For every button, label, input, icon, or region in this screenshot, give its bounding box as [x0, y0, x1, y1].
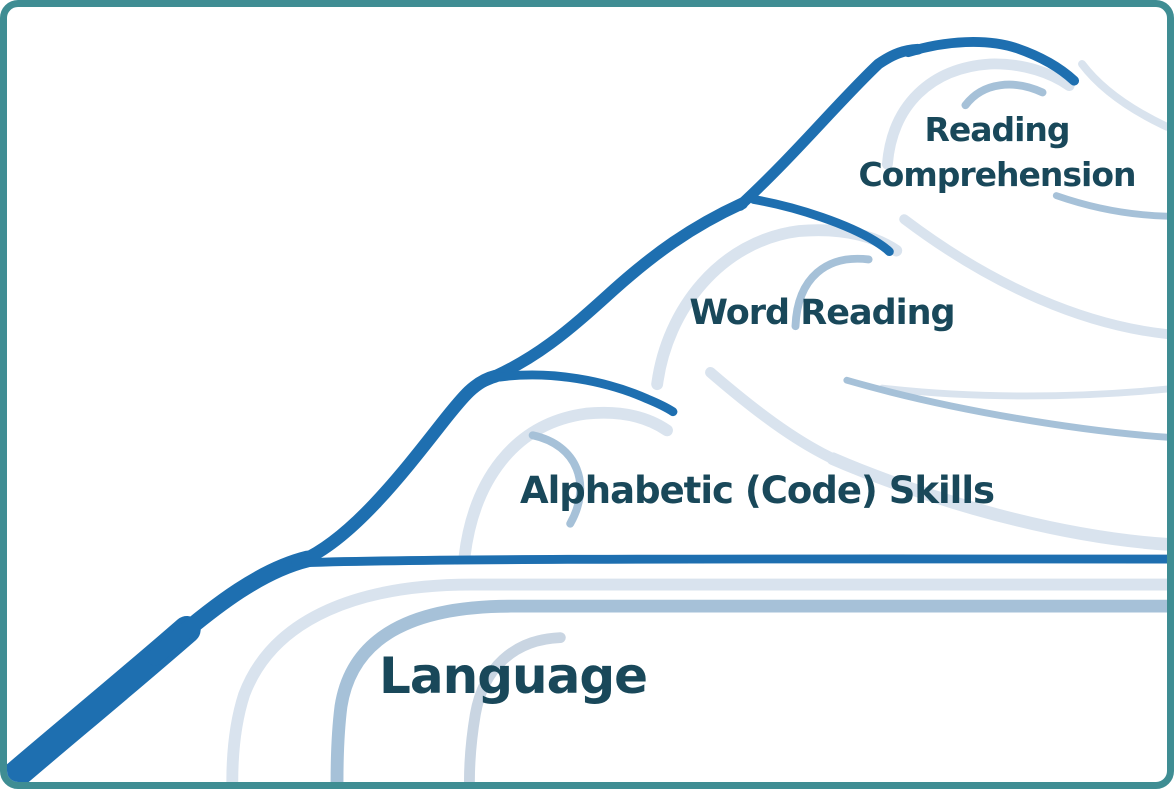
label-alphabetic-skills: Alphabetic (Code) Skills: [519, 469, 995, 512]
wave2-spill-foam: [705, 366, 835, 463]
wave2-main-trail-foam: [899, 214, 1167, 340]
label-language: Language: [379, 647, 648, 705]
wave1-inner-hook-foam: [961, 80, 1047, 110]
wave1-inner-curl-foam: [881, 58, 1075, 170]
wave2-inner-hook-foam: [791, 254, 873, 331]
wave-ridge-strokes: [7, 37, 1167, 782]
wave3-wide-trail-foam: [826, 452, 1167, 551]
wave3-crest-curl-path: [486, 370, 678, 417]
wave1-corner-trail-foam: [1078, 60, 1167, 131]
wave2-to-wave1-ridge-path: [734, 43, 924, 211]
wave3-to-wave2-ridge-path: [475, 197, 749, 389]
label-word-reading: Word Reading: [689, 293, 955, 333]
wave3-inner-hook-foam: [528, 431, 585, 528]
wave1-trail-foam: [1052, 192, 1167, 220]
wave2-lower-trail-foam: [878, 384, 1167, 400]
wave3-trail-foam: [843, 376, 1167, 441]
language-arc-outer-foam: [226, 578, 1167, 782]
language-arc-inner-foam: [463, 632, 566, 782]
foam-strokes: [226, 58, 1167, 782]
wave2-crest-curl-path: [749, 195, 894, 257]
wave3-inner-curl-foam: [458, 406, 673, 563]
language-arc-mid-foam: [330, 599, 1167, 782]
wave1-crest-curl-path: [903, 37, 1080, 86]
language-top-line-path: [291, 554, 1167, 568]
wave-illustration: [7, 37, 1167, 782]
wave3-flank-path: [295, 369, 502, 568]
label-reading-comprehension: Reading Comprehension: [858, 110, 1136, 194]
